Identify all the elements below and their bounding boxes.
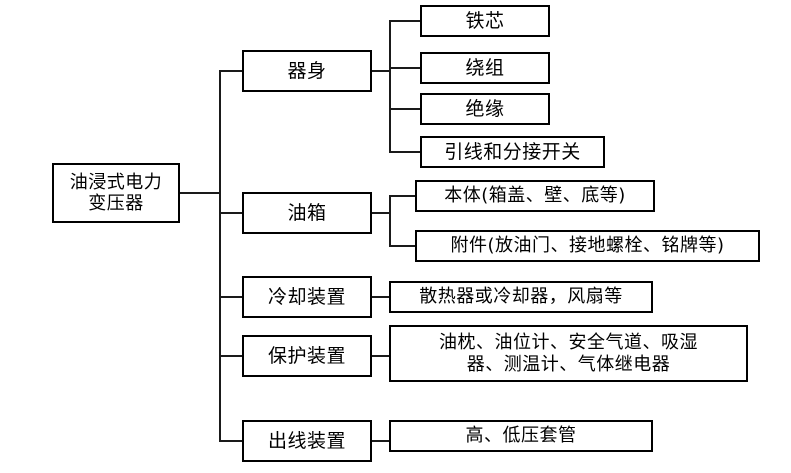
node-level3-yinxian-fenjie-kaiguan[interactable]: 引线和分接开关 — [420, 136, 605, 168]
root-to-trunk-connector — [180, 70, 222, 442]
qishen-subtree-connectors — [372, 19, 421, 154]
node-level3-benti[interactable]: 本体(箱盖、壁、底等) — [415, 180, 655, 212]
node-level3-sanreqi-lengqueqi-fengshan[interactable]: 散热器或冷却器，风扇等 — [389, 281, 653, 313]
node-level3-baohu-components[interactable]: 油枕、油位计、安全气道、吸湿 器、测温计、气体继电器 — [389, 325, 748, 382]
node-level3-jueyuan[interactable]: 绝缘 — [420, 93, 550, 125]
node-level2-qishen[interactable]: 器身 — [242, 50, 372, 92]
node-level2-youxiang[interactable]: 油箱 — [242, 192, 372, 234]
leaf-connectors — [372, 295, 390, 443]
node-level3-raozu[interactable]: 绕组 — [420, 52, 550, 84]
node-level3-gao-diya-taoguan[interactable]: 高、低压套管 — [389, 420, 653, 452]
youxiang-subtree-connectors — [372, 194, 416, 248]
node-level3-tiexin[interactable]: 铁芯 — [420, 5, 550, 37]
node-level3-fujian[interactable]: 附件(放油门、接地螺栓、铭牌等) — [415, 230, 760, 262]
trunk-branch-stubs — [219, 69, 243, 443]
node-level2-baohu-zhuangzhi[interactable]: 保护装置 — [242, 335, 372, 377]
node-root-oil-immersed-power-transformer[interactable]: 油浸式电力 变压器 — [52, 163, 180, 223]
node-level2-lengque-zhuangzhi[interactable]: 冷却装置 — [242, 276, 372, 318]
node-level2-chuxian-zhuangzhi[interactable]: 出线装置 — [242, 420, 372, 462]
